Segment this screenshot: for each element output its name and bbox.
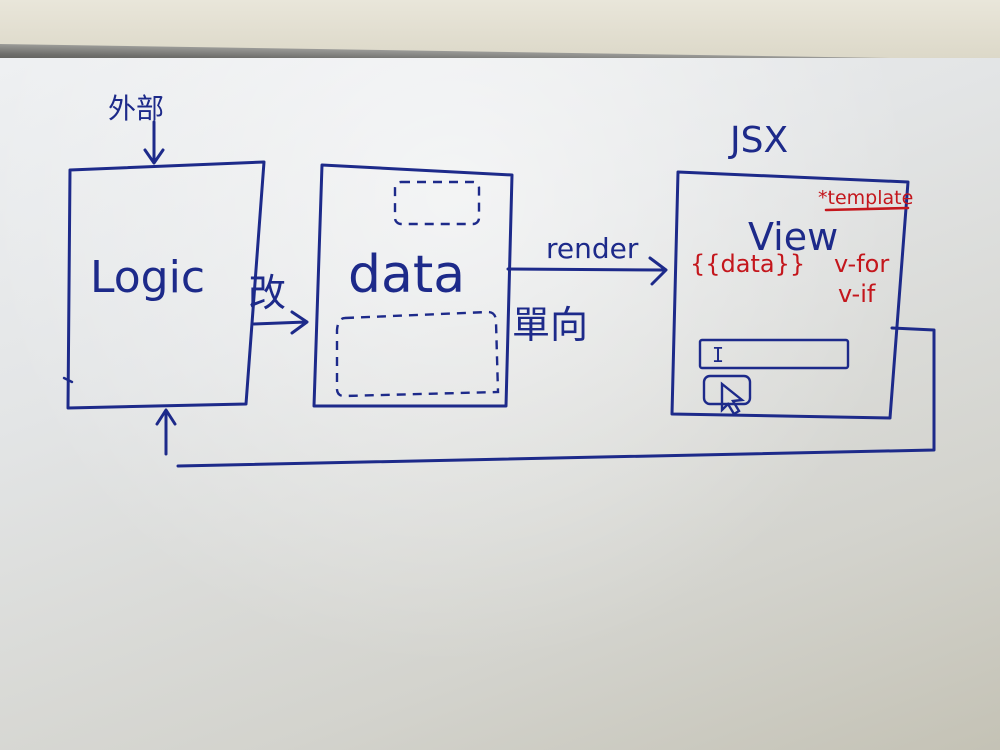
render-arrow <box>506 256 668 286</box>
template-underline <box>824 206 910 212</box>
external-label: 外部 <box>108 92 164 125</box>
binding-label: {{data}} <box>690 250 805 278</box>
change-label: 改 <box>248 271 286 315</box>
render-label: render <box>546 232 639 265</box>
data-box <box>312 163 514 408</box>
pointer-icon <box>720 381 746 416</box>
external-arrow <box>143 120 165 165</box>
input-cursor-label: I <box>712 343 724 367</box>
logic-label: Logic <box>90 252 205 303</box>
logic-corner-mark <box>62 376 74 384</box>
v-if-label: v-if <box>838 280 876 308</box>
view-label: View <box>748 215 838 259</box>
v-for-label: v-for <box>834 250 889 278</box>
change-arrow <box>252 310 309 335</box>
feedback-loop-arrow <box>155 326 936 468</box>
input-box-sketch <box>698 338 850 370</box>
data-label: data <box>348 245 465 305</box>
template-label: *template <box>818 187 913 209</box>
one-way-label: 單向 <box>512 303 588 347</box>
logic-box <box>66 160 266 410</box>
jsx-label: JSX <box>728 120 788 161</box>
data-slot-top <box>393 180 481 226</box>
data-slot-bottom <box>335 310 500 398</box>
view-box <box>670 170 910 420</box>
